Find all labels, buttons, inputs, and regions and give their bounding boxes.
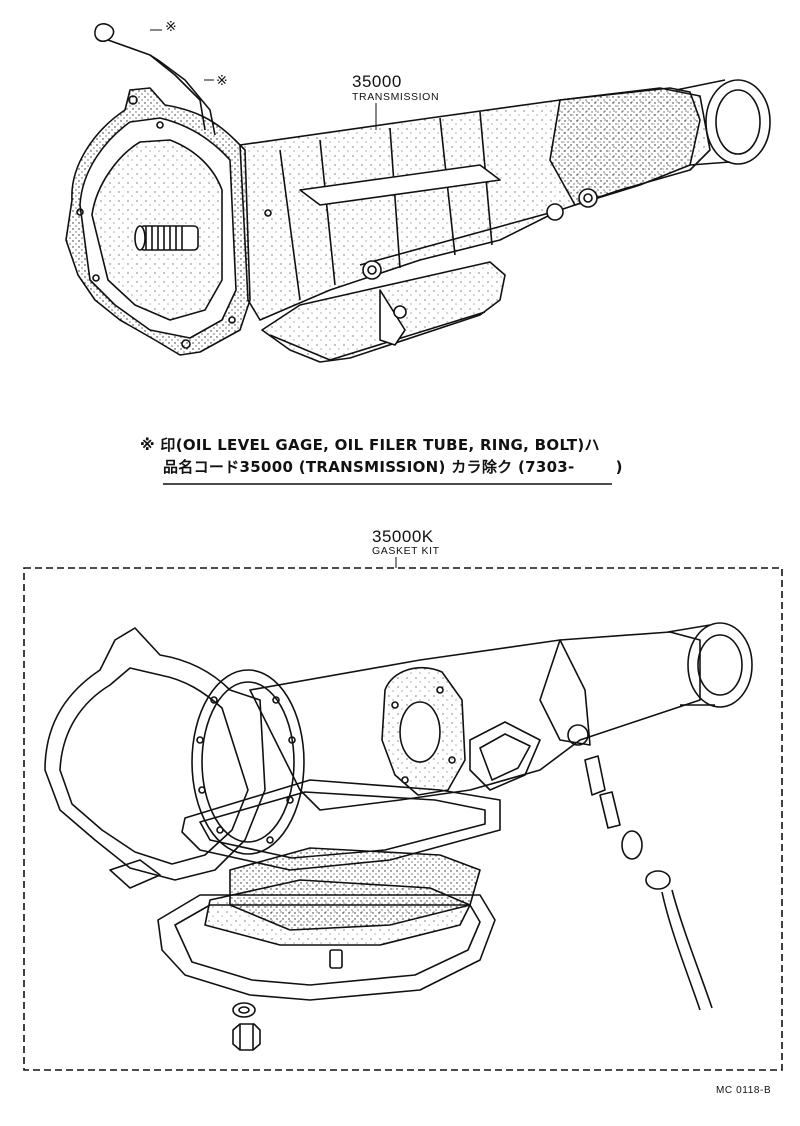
star-mark-oil-filler-tube: ※ (216, 72, 229, 88)
gasket-kit-drawing (44, 622, 753, 1051)
transmission-part-number: 35000 (352, 72, 402, 91)
gasket-kit-part-number: 35000K (372, 527, 434, 546)
housing-bolts-icon (76, 95, 272, 349)
drain-plug-washer-icon (232, 1002, 256, 1018)
note-text-line-2-end: ) (615, 458, 623, 476)
front-gasket-ring-icon (191, 669, 305, 855)
bell-housing-gasket-icon (44, 627, 266, 881)
star-mark-oil-level-gage: ※ (165, 18, 178, 34)
valve-body-gasket-icon (204, 879, 471, 946)
side-cover-gasket-icon (469, 721, 541, 791)
transmission-assembly-drawing (65, 23, 771, 363)
extension-housing-icon (549, 87, 701, 206)
note-mark: ※ (140, 436, 155, 454)
shift-linkage-icon (359, 188, 598, 346)
exclusion-note-line-1: ※ 印(OIL LEVEL GAGE, OIL FILER TUBE, RING… (140, 434, 600, 455)
drain-plug-icon (232, 1023, 261, 1051)
gasket-kit-boundary (23, 567, 783, 1071)
output-flange-icon (675, 79, 771, 166)
input-shaft-icon (134, 225, 199, 251)
gasket-kit-part-name: GASKET KIT (372, 545, 440, 557)
oil-pan-gasket-icon (181, 779, 501, 871)
oil-pan-icon (157, 894, 496, 1001)
exclusion-note-line-2: 品名コード35000 (TRANSMISSION) カラ除ク (7303- ) (163, 456, 623, 477)
diagram-code: MC 0118-B (716, 1085, 772, 1096)
output-flange-icon (667, 622, 753, 708)
note-text-line-2: 品名コード35000 (TRANSMISSION) カラ除ク (7303- (163, 458, 575, 476)
speedometer-driven-gear-icon (584, 755, 713, 1011)
extension-housing-gasket-icon (381, 666, 466, 796)
transmission-case-outline-icon (249, 631, 701, 811)
transmission-part-name: TRANSMISSION (352, 91, 440, 103)
note-text-line-1: 印(OIL LEVEL GAGE, OIL FILER TUBE, RING, … (160, 436, 600, 454)
